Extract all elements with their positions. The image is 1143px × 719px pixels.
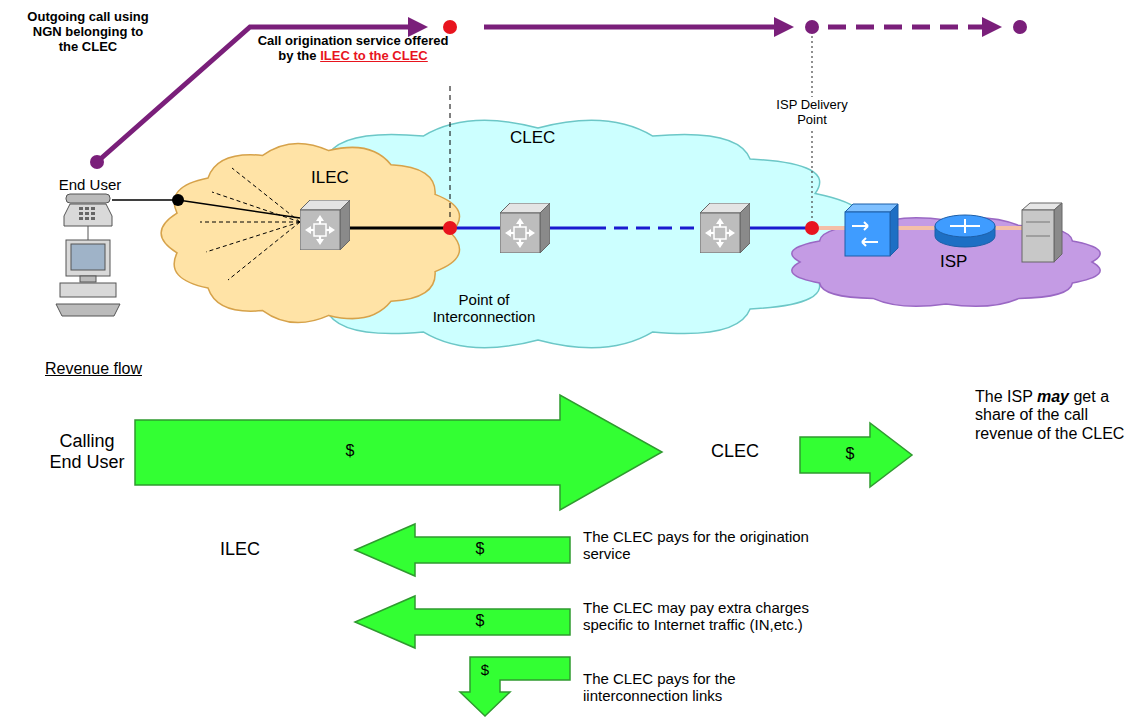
note-text: The ISP may get a share of the call reve… [975,388,1130,443]
point-label: Point of Interconnection [428,291,540,326]
phone-icon [91,212,95,215]
phone-icon [85,212,89,215]
phone-cord [88,226,89,240]
call-caption: Outgoing call using NGN belonging to the… [22,10,154,55]
switch-icon [500,203,550,253]
access-dot [172,194,184,206]
server-icon [1026,222,1050,223]
computer-icon [71,244,105,270]
phone-icon [91,217,95,220]
delivery-point [805,221,819,235]
router-icon [950,219,980,233]
revenue-arrow [355,596,570,648]
server-icon [1054,203,1062,262]
call-dot [1013,20,1027,34]
end-user-label: End User [50,176,130,193]
computer-icon [60,283,116,297]
party-label: CLEC [700,441,770,462]
interconnection-point [443,221,457,235]
switch-icon [700,203,750,253]
phone-icon [91,207,95,210]
phone-icon [85,207,89,210]
computer-icon [80,276,96,282]
revenue-arrow [800,423,912,487]
revenue-arrow [135,395,662,510]
access-line [206,222,300,252]
money-sign: $ [830,445,870,463]
note-text: The ISP [975,388,1033,405]
isp-switch [852,222,878,246]
phone-icon [66,194,110,203]
cloud-name: ILEC [311,168,349,188]
party-label: Calling End User [42,431,132,472]
point-label: ISP Delivery Point [768,97,856,129]
payment-note: The CLEC may pay extra charges specific … [583,599,828,634]
revenue-arrow [355,524,570,576]
server-icon [1026,236,1050,237]
clec-trunk [592,227,702,230]
money-sign: $ [460,612,500,630]
money-sign: $ [460,540,500,558]
revenue-arrow [460,657,570,716]
money-sign: $ [465,661,505,678]
cloud-name: CLEC [510,128,555,148]
highlight-text: ILEC to the CLEC [320,48,428,63]
phone-icon [85,217,89,220]
ilec-trunk [348,227,446,230]
call-dot [90,155,104,169]
call-path [484,25,776,30]
note-text: Call origination service offered by the … [250,34,456,64]
clec-trunk [748,227,808,230]
money-sign: $ [330,442,370,460]
payment-note: The CLEC pays for the iinterconnection l… [583,670,813,705]
call-dot [805,20,819,34]
phone-icon [79,212,83,215]
phone-icon [79,207,83,210]
computer-icon [66,240,110,276]
clec-trunk [454,227,502,230]
access-line [112,200,300,218]
party-label: ILEC [205,539,275,560]
phone-icon [79,217,83,220]
isp-switch [845,204,898,212]
isp-switch [845,212,890,256]
payment-note: The CLEC pays for the origination servic… [583,528,813,563]
poi-marker [450,86,451,221]
arrow-head [982,17,1002,37]
access-line [228,222,300,280]
access-line [232,168,300,222]
note-text: may [1037,388,1069,405]
phone-icon [64,204,112,226]
server-icon [1022,210,1054,262]
isp-switch [890,204,898,256]
cloud-outline [161,143,459,322]
access-line [200,222,300,223]
arrow-head [774,17,794,37]
cloud-name: ISP [940,252,967,272]
clec-trunk [548,227,592,230]
call-path [828,25,984,30]
router-icon [935,215,995,237]
switch-icon [300,200,350,250]
call-dot [443,20,457,34]
section-title: Revenue flow [45,360,175,378]
keyboard-icon [56,304,120,316]
